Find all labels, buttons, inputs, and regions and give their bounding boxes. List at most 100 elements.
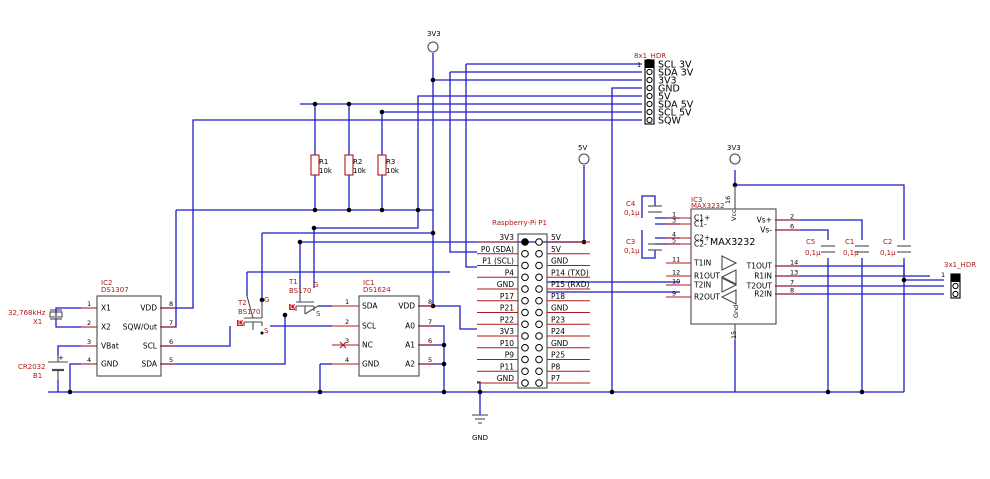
cap-c4: C4 0,1µ [624, 200, 662, 217]
rpi-name: Raspberry-Pi P1 [492, 219, 547, 227]
max-gnd: Gnd [732, 305, 740, 318]
rpi-pin [521, 332, 529, 340]
max-pin-num: 13 [790, 269, 798, 277]
cap-c1: C1 0,1µ [843, 238, 869, 257]
max-pin-name: R1IN [754, 272, 772, 281]
max-pin-name: Vs+ [757, 216, 772, 225]
rpi-left-label: P10 [500, 339, 514, 348]
c1-name: C1 [845, 238, 854, 246]
max-pin-num: 8 [790, 287, 794, 295]
hdr3-name: 3x1_HDR [944, 261, 976, 269]
hdr8-pin [646, 84, 653, 92]
max-gnd-pin: 15 [730, 331, 738, 339]
cap-c3: C3 0,1µ [624, 238, 662, 255]
b1-plus: + [58, 354, 64, 362]
ds1624-pin-name: SDA [362, 302, 378, 311]
mosfet-t2: T2 BS170 D G S [237, 295, 269, 335]
ds1624-pin-name: GND [362, 360, 379, 369]
power-5v: 5V [578, 144, 590, 165]
rpi-pin [535, 332, 543, 340]
max-pin-num: 1 [672, 211, 676, 219]
c5-value: 0,1µ [805, 249, 821, 257]
ds1307-pin-name: SDA [141, 360, 157, 369]
mosfet-t1: T1 BS170 D G S [283, 278, 321, 318]
ds1307-pin-name: X1 [101, 304, 111, 313]
t2-d: D [238, 319, 243, 327]
hdr8-label: 3V3 [658, 76, 677, 87]
ds1624-pin-name: SCL [362, 322, 377, 331]
rpi-pin [521, 355, 529, 364]
rpi-pin [535, 308, 543, 317]
max-pin-name: Vs- [760, 226, 772, 235]
rpi-right-label: 5V [551, 245, 562, 254]
rpi-right-label: P18 [551, 292, 565, 301]
ds1624-pin-name: VDD [398, 302, 415, 311]
rpi-pin [521, 285, 529, 293]
x1-name: X1 [33, 318, 42, 326]
max-pin-name: R2OUT [694, 293, 720, 302]
t1-d: D [290, 303, 295, 311]
max-value: MAX3232 [691, 202, 724, 210]
rpi-right-label: GND [551, 257, 568, 266]
max-pin-name: C1- [694, 220, 707, 229]
rpi-right-label: 5V [551, 233, 562, 242]
max-pin-num: 4 [672, 231, 676, 239]
hdr8-pin [646, 116, 653, 124]
rpi-left-label: GND [497, 280, 514, 289]
cap-c2: C2 0,1µ [880, 238, 911, 257]
ds1307-pin-name: SQW/Out [123, 323, 157, 332]
ds1624-pin-name: A1 [405, 341, 415, 350]
ds1307-pin-name: GND [101, 360, 118, 369]
wires [48, 53, 944, 415]
max-pin-num: 10 [672, 278, 680, 286]
crystal-x1: 32,768kHz X1 [8, 309, 63, 326]
header-3x1: 3x1_HDR 1 [941, 261, 976, 299]
max-pin-name: T1IN [693, 259, 711, 268]
b1-value: CR2032 [18, 363, 46, 371]
c5-name: C5 [806, 238, 815, 246]
ds1624-name: IC1 [363, 279, 374, 287]
ds1307-value: DS1307 [101, 286, 129, 294]
max-pin-name: R1OUT [694, 272, 720, 281]
rpi-right-label: P14 (TXD) [551, 268, 589, 277]
max-pin-num: 12 [672, 269, 680, 277]
ds1307-pin-num: 4 [87, 356, 91, 364]
ds1307-pin-name: X2 [101, 323, 111, 332]
ds1624-pin-name: NC [362, 341, 373, 350]
nc-mark [339, 341, 347, 349]
ds1624-pin-num: 8 [428, 298, 432, 306]
c2-name: C2 [883, 238, 892, 246]
rpi-pin [521, 343, 529, 352]
hdr8-label: SCL 3V [658, 60, 692, 71]
power-3v3-max-label: 3V3 [727, 144, 741, 152]
ds1307-pin-num: 5 [169, 356, 173, 364]
rpi-left-label: P17 [500, 292, 514, 301]
rpi-left-label: P11 [500, 362, 514, 371]
c4-name: C4 [626, 200, 636, 208]
ds1307-pin-num: 6 [169, 338, 173, 346]
max-vcc-pin: 16 [724, 196, 732, 204]
max-pin-name: C2+ [694, 234, 710, 243]
ds1624-pin-num: 2 [345, 318, 349, 326]
hdr8-pin1: 1 [637, 61, 641, 69]
ds1307-pin-num: 2 [87, 319, 91, 327]
rpi-left-label: 3V3 [499, 327, 514, 336]
rpi-pin [521, 367, 529, 376]
r2-value: 10k [353, 167, 367, 175]
ds1624-value: DS1624 [363, 286, 391, 294]
max-name: IC3 [691, 196, 702, 204]
rpi-pin [535, 285, 543, 293]
ds1307-pin-name: SCL [143, 342, 158, 351]
rpi-pin [521, 308, 529, 317]
ground-symbol: GND [472, 414, 488, 442]
t1-name: T1 [288, 278, 298, 286]
resistor-r3: R3 10k [377, 154, 400, 176]
ds1307-pin-num: 8 [169, 300, 173, 308]
rpi-right-label: GND [551, 339, 568, 348]
max-pin-name: T2IN [693, 281, 711, 290]
max-pin-num: 9 [672, 290, 676, 298]
